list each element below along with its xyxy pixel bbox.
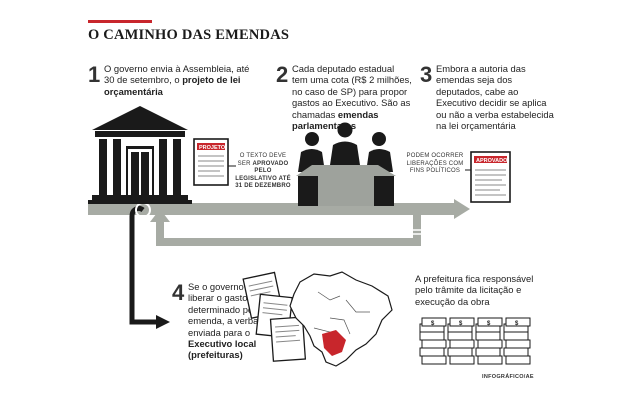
page-title: O CAMINHO DAS EMENDAS xyxy=(88,27,290,43)
step-1-number: 1 xyxy=(88,62,101,87)
svg-text:$: $ xyxy=(459,321,463,327)
prefeitura-note: A prefeitura fica responsável pelo trâmi… xyxy=(415,273,534,307)
document-icon: PROJETO xyxy=(193,138,229,186)
step-2-text: Cada deputado estadual tem uma cota (R$ … xyxy=(292,63,412,132)
step-3-text: Embora a autoria das emendas seja dos de… xyxy=(436,63,554,132)
svg-text:$: $ xyxy=(487,321,491,327)
return-loop-arrow xyxy=(150,209,426,246)
government-building-icon xyxy=(88,106,192,204)
svg-text:$: $ xyxy=(515,321,519,327)
step-3-number: 3 xyxy=(420,62,433,87)
step-2-number: 2 xyxy=(276,62,289,87)
svg-text:$: $ xyxy=(431,321,435,327)
document-aprovado-label: APROVADO xyxy=(476,158,508,164)
step-4-text: Se o governo liberar o gasto determinado… xyxy=(188,281,267,361)
approved-document-icon: APROVADO xyxy=(470,151,511,203)
stacked-documents-icon xyxy=(242,271,307,362)
step-4-number: 4 xyxy=(172,280,185,305)
document-projeto-label: PROJETO xyxy=(199,145,226,151)
infographic-credit: INFOGRÁFICO/AE xyxy=(482,374,534,380)
money-stack-icon: $ $ $ $ xyxy=(419,317,531,365)
brazil-map-icon xyxy=(289,271,393,367)
political-release-note: PODEM OCORRER LIBERAÇÕES COM FINS POLÍTI… xyxy=(406,153,464,174)
title-accent-rule xyxy=(88,20,152,23)
step-1-text: O governo envia à Assembleia, até 30 de … xyxy=(104,63,250,97)
legislative-deadline-note: O TEXTO DEVE SER APROVADO PELO LEGISLATI… xyxy=(235,153,291,189)
meeting-table-icon xyxy=(296,122,396,206)
